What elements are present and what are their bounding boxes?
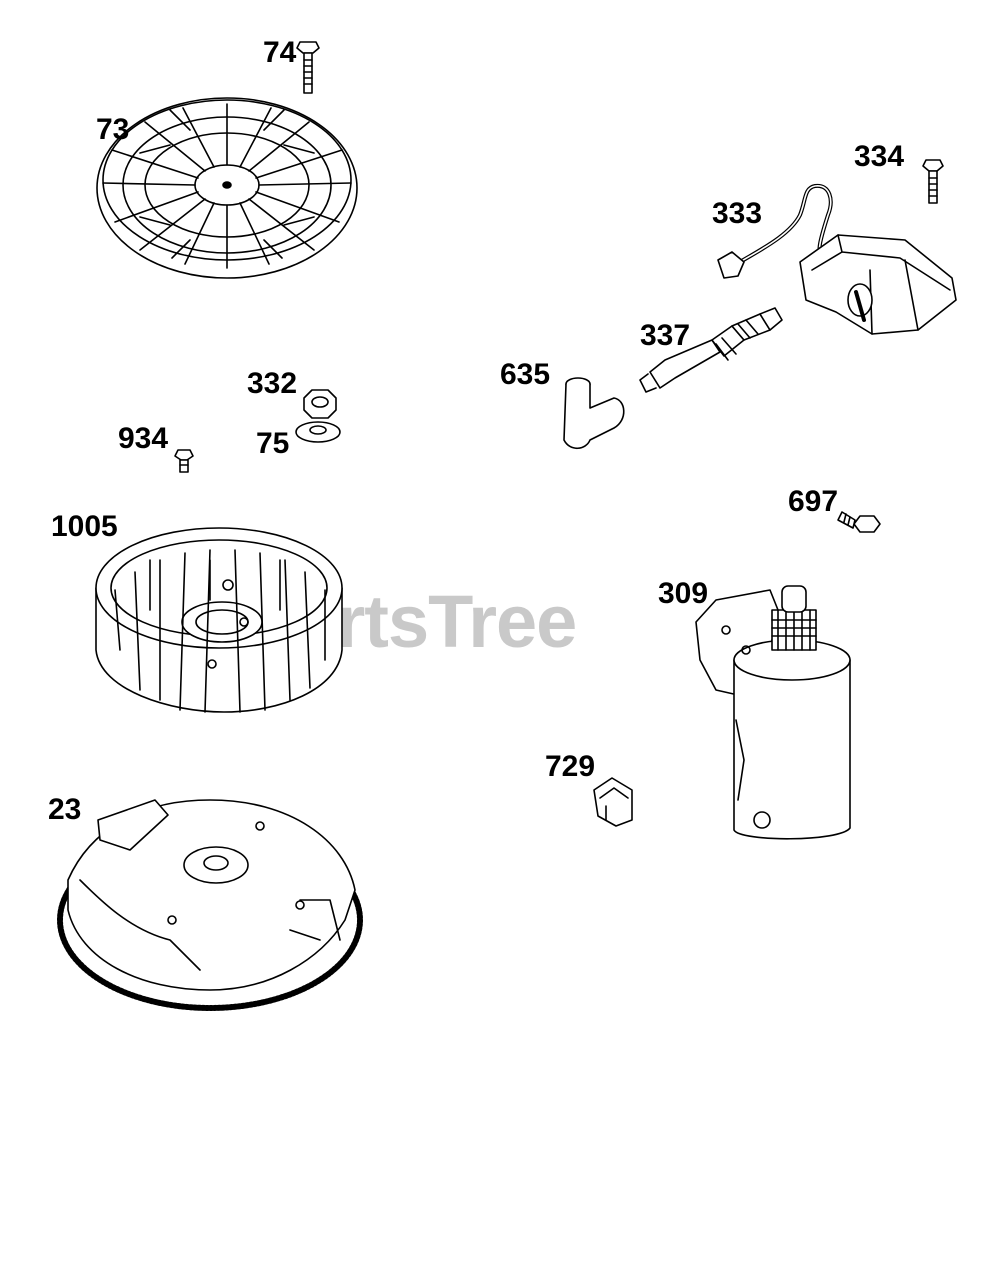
- label-337: 337: [640, 319, 691, 352]
- part-334-bolt: [923, 160, 943, 203]
- label-334: 334: [854, 140, 905, 173]
- label-309: 309: [658, 577, 709, 610]
- part-934-screw: [175, 450, 193, 472]
- part-729-clip: [594, 778, 632, 826]
- part-73-fan-screen: [97, 98, 357, 278]
- label-635: 635: [500, 358, 551, 391]
- label-74: 74: [263, 36, 297, 69]
- label-697: 697: [788, 485, 839, 518]
- part-697-bolt: [838, 512, 880, 532]
- label-333: 333: [712, 197, 763, 230]
- part-75-washer: [296, 422, 340, 442]
- label-1005: 1005: [51, 510, 118, 543]
- part-1005-fan: [96, 528, 342, 712]
- label-729: 729: [545, 750, 596, 783]
- part-23-flywheel: [60, 800, 360, 1008]
- part-74-bolt: [297, 42, 319, 93]
- label-75: 75: [256, 427, 290, 460]
- part-333-ignition-armature: [718, 186, 956, 334]
- label-73: 73: [96, 113, 130, 146]
- part-309-starter: [696, 586, 850, 839]
- label-332: 332: [247, 367, 298, 400]
- part-332-nut: [304, 390, 336, 418]
- label-934: 934: [118, 422, 169, 455]
- part-337-spark-plug: [640, 308, 782, 392]
- part-635-boot: [564, 378, 624, 448]
- label-23: 23: [48, 793, 82, 826]
